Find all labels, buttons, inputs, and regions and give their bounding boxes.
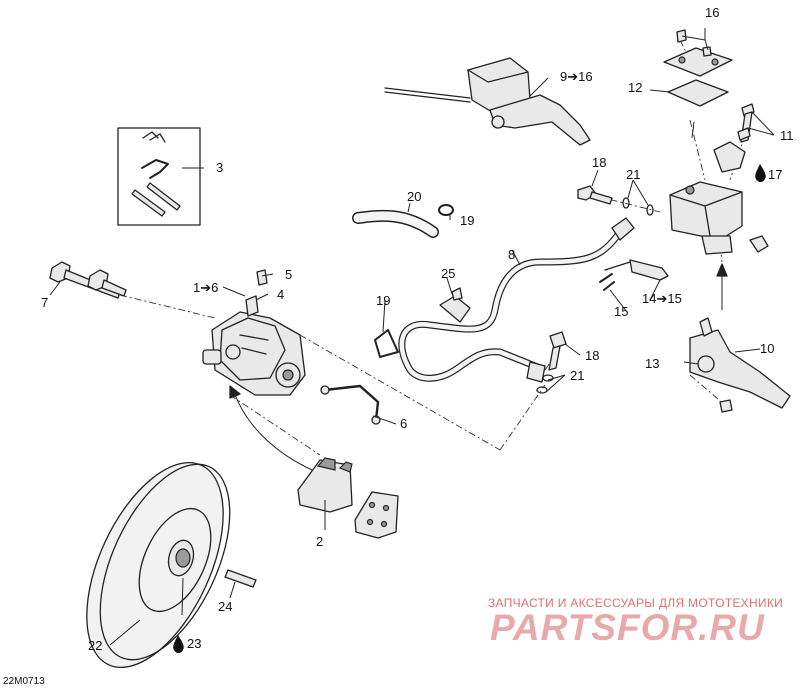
- callout-2: 2: [316, 534, 323, 549]
- callout-9-16: 9➔16: [560, 69, 593, 84]
- callout-22: 22: [88, 638, 102, 653]
- hose-fitting-upper: [611, 217, 635, 241]
- watermark: ЗАПЧАСТИ И АКСЕССУАРЫ ДЛЯ МОТОТЕХНИКИ PA…: [488, 596, 783, 648]
- bleeder-fitting: [245, 269, 268, 317]
- master-cylinder-body: [669, 181, 743, 255]
- callout-7: 7: [41, 295, 48, 310]
- callout-24: 24: [218, 599, 232, 614]
- assembly-arrows: [229, 121, 728, 471]
- handlebar-clamp: [713, 141, 746, 173]
- fluid-drop-icon: [755, 164, 766, 182]
- caliper-retaining-wire: [320, 384, 381, 425]
- callout-21-upper: 21: [626, 167, 640, 182]
- callout-18-lower: 18: [585, 348, 599, 363]
- brake-caliper: [202, 311, 306, 396]
- caliper-bolts: [49, 261, 127, 299]
- clamp-bolts: [737, 103, 755, 143]
- callout-14-15: 14➔15: [642, 291, 682, 306]
- hose-support-bracket: [439, 287, 471, 323]
- callout-19-upper: 19: [460, 213, 474, 228]
- sealing-washers-lower: [536, 374, 554, 394]
- watermark-logo-text: PARTSFOR.RU: [490, 607, 765, 648]
- callout-21-lower: 21: [570, 368, 584, 383]
- callout-23: 23: [187, 636, 201, 651]
- callout-17: 17: [768, 167, 782, 182]
- hose-clamp-upper: [438, 204, 454, 216]
- callout-13: 13: [645, 356, 659, 371]
- assembly-centerlines: [119, 39, 746, 456]
- brake-pads: [297, 457, 399, 539]
- callout-16: 16: [705, 5, 719, 20]
- brake-hose: [398, 228, 624, 382]
- pin-kit-parts: [131, 131, 181, 217]
- hose-protector: [352, 209, 439, 238]
- callout-25: 25: [441, 266, 455, 281]
- banjo-bolt-upper: [577, 185, 613, 205]
- pin-kit-frame: [117, 127, 201, 226]
- reservoir-cover: [663, 47, 733, 77]
- brake-lever: [689, 317, 791, 413]
- watermark-tagline: ЗАПЧАСТИ И АКСЕССУАРЫ ДЛЯ МОТОТЕХНИКИ: [488, 596, 783, 610]
- callout-12: 12: [628, 80, 642, 95]
- leader-lines: [49, 28, 775, 646]
- fluid-drop-icon: [173, 635, 184, 653]
- callout-18-upper: 18: [592, 155, 606, 170]
- callout-11: 11: [780, 128, 794, 143]
- banjo-bolt-lower: [548, 331, 567, 371]
- brake-light-switch: [599, 259, 669, 291]
- sealing-washers-upper: [622, 197, 654, 216]
- callout-3: 3: [216, 160, 223, 175]
- hose-clamp-lower: [374, 329, 399, 358]
- callout-1-6: 1➔6: [193, 280, 218, 295]
- hose-fitting-lower: [526, 361, 546, 383]
- diagram-code: 22M0713: [3, 676, 45, 687]
- reservoir-cover-gasket: [667, 79, 729, 107]
- callout-4: 4: [277, 287, 284, 302]
- callout-20: 20: [407, 189, 421, 204]
- callout-19-lower: 19: [376, 293, 390, 308]
- callout-15: 15: [614, 304, 628, 319]
- disc-key: [224, 569, 257, 588]
- callout-8: 8: [508, 247, 515, 262]
- handlebar-master-cylinder: [384, 57, 591, 146]
- callout-6: 6: [400, 416, 407, 431]
- brake-disc: [86, 461, 231, 669]
- cover-screws: [676, 29, 712, 57]
- callout-5: 5: [285, 267, 292, 282]
- callout-10: 10: [760, 341, 774, 356]
- callout-labels: 1➔6 2 3 4 5 6 7 8 9➔16 10 11 12 13 14➔15…: [41, 5, 794, 653]
- master-cylinder-dust-boot: [749, 235, 769, 253]
